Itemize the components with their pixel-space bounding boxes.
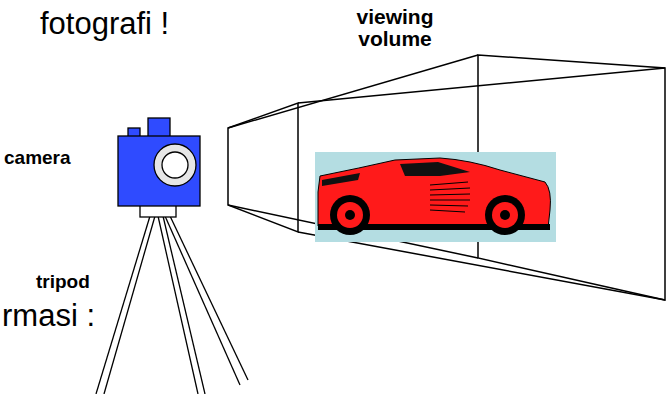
note-text: rmasi : — [2, 300, 95, 333]
camera-label: camera — [4, 148, 71, 168]
heading-text: fotografi ! — [40, 8, 169, 41]
viewing-frustum — [228, 55, 665, 300]
camera-body — [118, 118, 200, 206]
volume-label: viewing volume — [335, 6, 455, 50]
tripod-label: tripod — [36, 272, 90, 292]
car-picture — [315, 152, 556, 242]
tripod-head — [140, 205, 176, 217]
tripod-legs — [96, 216, 248, 394]
